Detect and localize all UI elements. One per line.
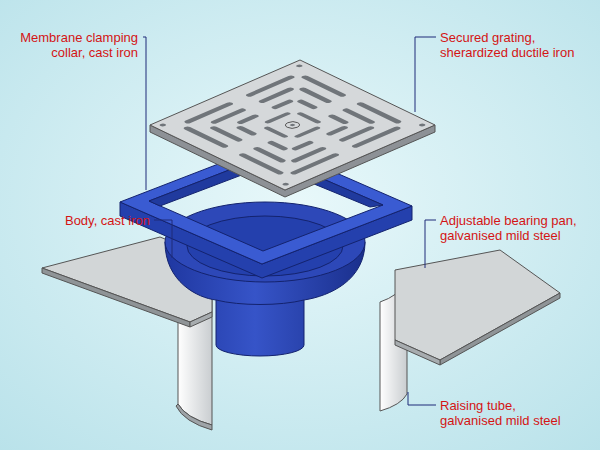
part-label: Membrane clamping collar, cast iron bbox=[8, 30, 138, 60]
part-label: Secured grating, sherardized ductile iro… bbox=[440, 30, 595, 60]
grating bbox=[150, 60, 435, 197]
part-label: Body, cast iron bbox=[65, 213, 150, 228]
part-label: Raising tube, galvanised mild steel bbox=[440, 398, 580, 428]
part-label: Adjustable bearing pan, galvanised mild … bbox=[440, 213, 595, 243]
leader-lines bbox=[143, 37, 436, 405]
